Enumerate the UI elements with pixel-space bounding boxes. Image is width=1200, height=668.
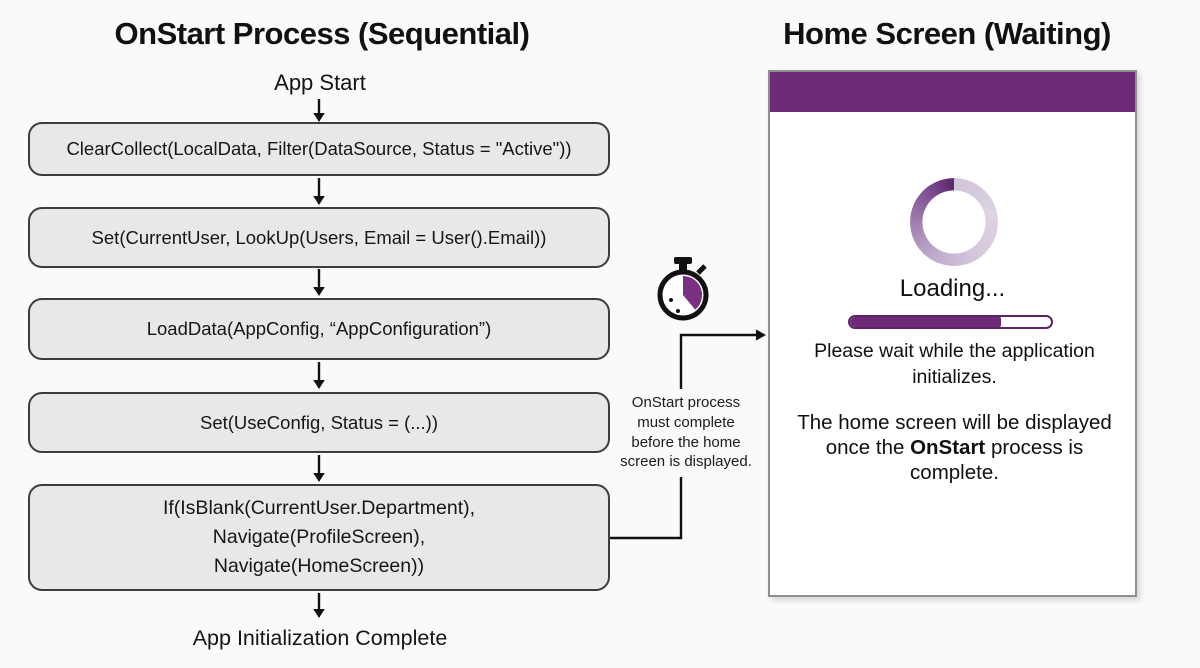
app-init-complete-label: App Initialization Complete	[192, 626, 448, 650]
home-screen-mockup: Loading... Please wait while the applica…	[768, 70, 1137, 597]
stopwatch-icon	[657, 257, 709, 321]
home-note-bold: OnStart	[910, 436, 986, 459]
arrow-step4-to-step5	[313, 455, 325, 482]
home-note-post: process is complete.	[910, 436, 1084, 484]
arrow-step3-to-step4	[313, 362, 325, 389]
loading-label: Loading...	[899, 275, 1006, 302]
app-start-label: App Start	[274, 70, 366, 95]
flow-step-clearcollect: ClearCollect(LocalData, Filter(DataSourc…	[28, 122, 610, 176]
flow-step-set-currentuser: Set(CurrentUser, LookUp(Users, Email = U…	[28, 207, 610, 268]
app-header-bar	[770, 72, 1135, 112]
progress-bar	[848, 315, 1053, 329]
flow-step-if-navigate: If(IsBlank(CurrentUser.Department), Navi…	[28, 484, 610, 591]
arrow-step1-to-step2	[313, 178, 325, 205]
flow-step-loaddata: LoadData(AppConfig, “AppConfiguration”)	[28, 298, 610, 360]
home-note-pre: The home screen will be displayed once t…	[797, 411, 1112, 459]
flow-step-set-useconfig: Set(UseConfig, Status = (...))	[28, 392, 610, 453]
wait-message: Please wait while the application initia…	[814, 340, 1095, 388]
elbow-note-to-homescreen	[679, 329, 766, 389]
right-section-title: Home Screen (Waiting)	[783, 16, 1111, 51]
connector-note: OnStart process must complete before the…	[620, 394, 752, 471]
home-note: The home screen will be displayed once t…	[778, 410, 1131, 485]
left-section-title: OnStart Process (Sequential)	[114, 16, 530, 51]
arrow-step2-to-step3	[313, 269, 325, 296]
elbow-step5-to-note	[610, 477, 683, 540]
progress-fill	[850, 317, 1001, 327]
arrow-step5-to-complete	[313, 593, 325, 618]
loading-spinner-icon	[910, 178, 998, 266]
arrow-appstart-to-step1	[313, 99, 325, 122]
